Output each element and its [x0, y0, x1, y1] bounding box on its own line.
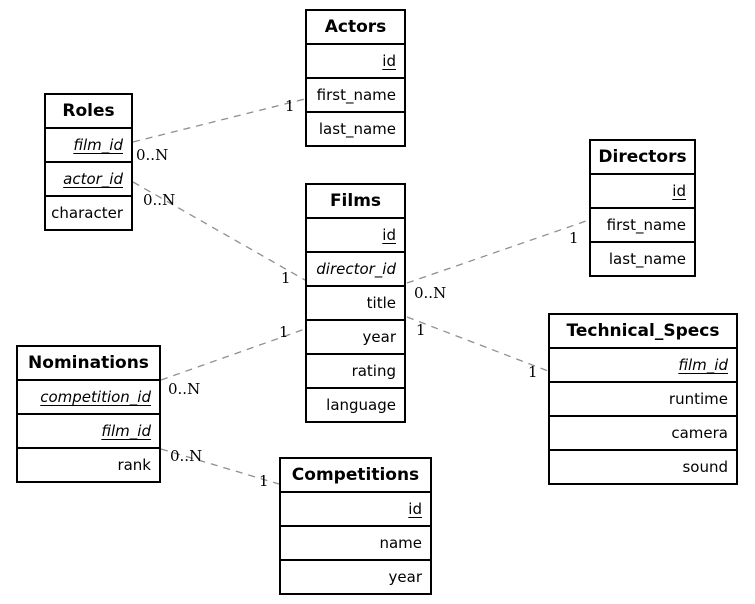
cardinality-label: 1: [259, 472, 269, 490]
attribute-rating: rating: [307, 355, 404, 389]
attribute-film-id: film_id: [46, 129, 131, 163]
attribute-year: year: [388, 568, 422, 586]
attribute-film-id: film_id: [18, 415, 159, 449]
cardinality-label: 1: [281, 269, 291, 287]
entity-competitions[interactable]: Competitions id name year: [279, 457, 432, 595]
entity-films[interactable]: Films id director_id title year rating l…: [305, 183, 406, 423]
attribute-film-id: film_id: [550, 349, 736, 383]
attribute-name: name: [281, 527, 430, 561]
attribute-rank: rank: [117, 456, 151, 474]
attribute-character: character: [51, 204, 123, 222]
cardinality-label: 0..N: [170, 447, 202, 465]
attribute-actor-id: actor_id: [46, 163, 131, 197]
attribute-id: id: [591, 175, 694, 209]
attribute-language: language: [326, 396, 396, 414]
cardinality-label: 0..N: [414, 284, 446, 302]
relation-line-films-technical-specs: [406, 316, 549, 372]
relation-line-roles-actors: [132, 98, 306, 143]
attribute-camera: camera: [550, 417, 736, 451]
attribute-sound: sound: [682, 458, 728, 476]
entity-roles[interactable]: Roles film_id actor_id character: [44, 93, 133, 231]
attribute-title: title: [307, 287, 404, 321]
attribute-id: id: [307, 219, 404, 253]
attribute-id: id: [281, 493, 430, 527]
attribute-first-name: first_name: [307, 79, 404, 113]
attribute-runtime: runtime: [550, 383, 736, 417]
cardinality-label: 0..N: [136, 146, 168, 164]
entity-title: Competitions: [281, 459, 430, 493]
attribute-year: year: [307, 321, 404, 355]
entity-title: Nominations: [18, 347, 159, 381]
cardinality-label: 1: [416, 321, 426, 339]
entity-title: Directors: [591, 141, 694, 175]
attribute-competition-id: competition_id: [18, 381, 159, 415]
entity-actors[interactable]: Actors id first_name last_name: [305, 9, 406, 147]
relation-line-films-directors: [406, 219, 590, 284]
entity-title: Films: [307, 185, 404, 219]
relation-line-roles-films: [132, 181, 306, 281]
entity-technical-specs[interactable]: Technical_Specs film_id runtime camera s…: [548, 313, 738, 485]
attribute-id: id: [307, 45, 404, 79]
cardinality-label: 1: [528, 363, 538, 381]
cardinality-label: 1: [569, 229, 579, 247]
cardinality-label: 0..N: [168, 380, 200, 398]
entity-title: Technical_Specs: [550, 315, 736, 349]
attribute-last-name: last_name: [608, 250, 686, 268]
attribute-last-name: last_name: [318, 120, 396, 138]
entity-title: Actors: [307, 11, 404, 45]
entity-title: Roles: [46, 95, 131, 129]
cardinality-label: 1: [285, 97, 295, 115]
entity-directors[interactable]: Directors id first_name last_name: [589, 139, 696, 277]
entity-nominations[interactable]: Nominations competition_id film_id rank: [16, 345, 161, 483]
cardinality-label: 0..N: [143, 191, 175, 209]
attribute-director-id: director_id: [307, 253, 404, 287]
attribute-first-name: first_name: [591, 209, 694, 243]
cardinality-label: 1: [279, 323, 289, 341]
